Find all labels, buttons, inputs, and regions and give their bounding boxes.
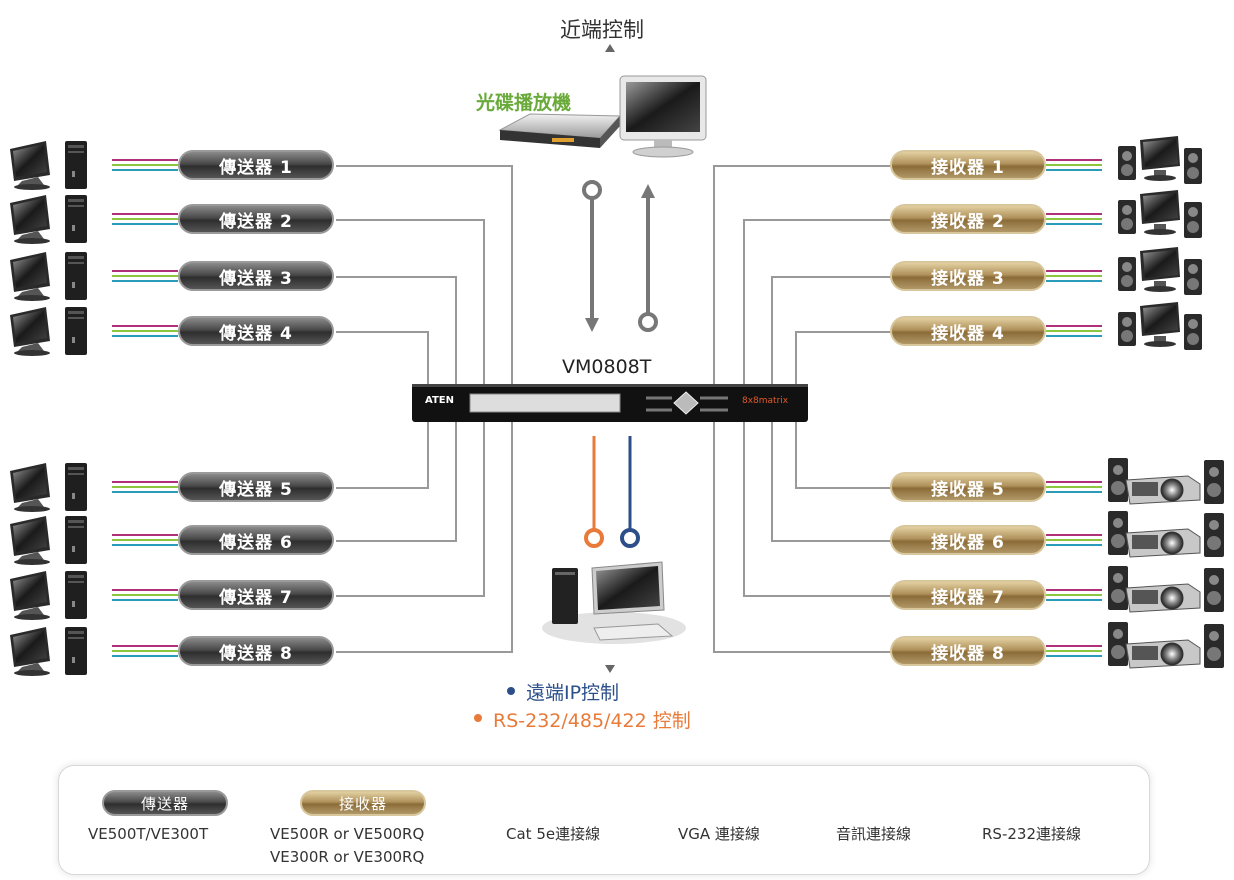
receiver-7: 接收器 7	[890, 580, 1046, 610]
projector-speakers-icon	[1107, 457, 1225, 505]
computer-workstation-icon	[542, 561, 686, 644]
dvd-player-icon	[498, 113, 622, 148]
switch-logo: 8x8matrix	[742, 396, 789, 406]
receiver-2: 接收器 2	[890, 204, 1046, 234]
receiver-4: 接收器 4	[890, 316, 1046, 346]
monitor-speakers-icon	[1118, 190, 1202, 238]
projector-speakers-icon	[1107, 510, 1225, 558]
projector-speakers-icon	[1107, 565, 1225, 613]
receiver-6: 接收器 6	[890, 525, 1046, 555]
pc-monitor-tower-icon	[10, 516, 87, 565]
legend-receiver-model-2: VE300R or VE300RQ	[270, 848, 425, 866]
legend-audio-label: 音訊連接線	[836, 825, 912, 843]
legend-receiver-model-1: VE500R or VE500RQ	[270, 825, 425, 843]
monitor-speakers-icon	[1118, 302, 1202, 350]
remote-ip-label: 遠端IP控制	[526, 682, 620, 704]
bullet-ip	[507, 687, 515, 695]
pc-monitor-tower-icon	[10, 571, 87, 620]
legend-panel	[58, 765, 1150, 875]
legend-transmitter-pill: 傳送器	[102, 790, 228, 816]
cat5e-rx-5	[795, 422, 898, 489]
cat5e-tx-8	[336, 422, 513, 653]
cat5e-tx-2	[336, 219, 485, 384]
monitor-speakers-icon	[1118, 136, 1202, 184]
transmitter-4: 傳送器 4	[178, 316, 334, 346]
receiver-5: 接收器 5	[890, 472, 1046, 502]
transmitter-8: 傳送器 8	[178, 636, 334, 666]
transmitter-2: 傳送器 2	[178, 204, 334, 234]
cat5e-rx-4	[795, 331, 898, 384]
legend-cat5e-label: Cat 5e連接線	[506, 825, 601, 843]
dvd-player-label: 光碟播放機	[476, 92, 572, 114]
monitor-icon	[619, 75, 707, 158]
legend-vga-label: VGA 連接線	[678, 825, 760, 843]
cat5e-tx-4	[336, 331, 429, 384]
cat5e-rx-7	[743, 422, 898, 597]
receiver-3: 接收器 3	[890, 261, 1046, 291]
cat5e-tx-1	[336, 165, 513, 384]
transmitter-6: 傳送器 6	[178, 525, 334, 555]
rs-control-label: RS-232/485/422 控制	[493, 710, 691, 732]
local-control-label: 近端控制	[560, 18, 644, 42]
matrix-switch	[412, 384, 808, 422]
pc-monitor-tower-icon	[10, 463, 87, 512]
arrow-down-icon	[605, 665, 615, 673]
cat5e-rx-3	[771, 276, 898, 384]
cat5e-rx-2	[743, 219, 898, 384]
projector-speakers-icon	[1107, 621, 1225, 669]
cat5e-tx-3	[336, 276, 457, 384]
pc-monitor-tower-icon	[10, 141, 87, 190]
legend-rs232-label: RS-232連接線	[982, 825, 1081, 843]
receiver-8: 接收器 8	[890, 636, 1046, 666]
pc-monitor-tower-icon	[10, 627, 87, 676]
transmitter-1: 傳送器 1	[178, 150, 334, 180]
pc-monitor-tower-icon	[10, 307, 87, 356]
cat5e-tx-7	[336, 422, 485, 597]
cat5e-tx-5	[336, 422, 429, 489]
pc-monitor-tower-icon	[10, 195, 87, 244]
arrow-up-icon	[605, 44, 615, 52]
switch-model-label: VM0808T	[562, 356, 652, 378]
legend-transmitter-model: VE500T/VE300T	[88, 825, 209, 843]
pc-monitor-tower-icon	[10, 252, 87, 301]
cat5e-rx-1	[713, 165, 898, 384]
bullet-rs	[474, 714, 482, 722]
cat5e-rx-8	[713, 422, 898, 653]
cat5e-tx-6	[336, 422, 457, 542]
legend-receiver-pill: 接收器	[300, 790, 426, 816]
transmitter-7: 傳送器 7	[178, 580, 334, 610]
switch-brand: ATEN	[425, 395, 454, 406]
transmitter-3: 傳送器 3	[178, 261, 334, 291]
monitor-speakers-icon	[1118, 247, 1202, 295]
transmitter-5: 傳送器 5	[178, 472, 334, 502]
receiver-1: 接收器 1	[890, 150, 1046, 180]
cat5e-rx-6	[771, 422, 898, 542]
